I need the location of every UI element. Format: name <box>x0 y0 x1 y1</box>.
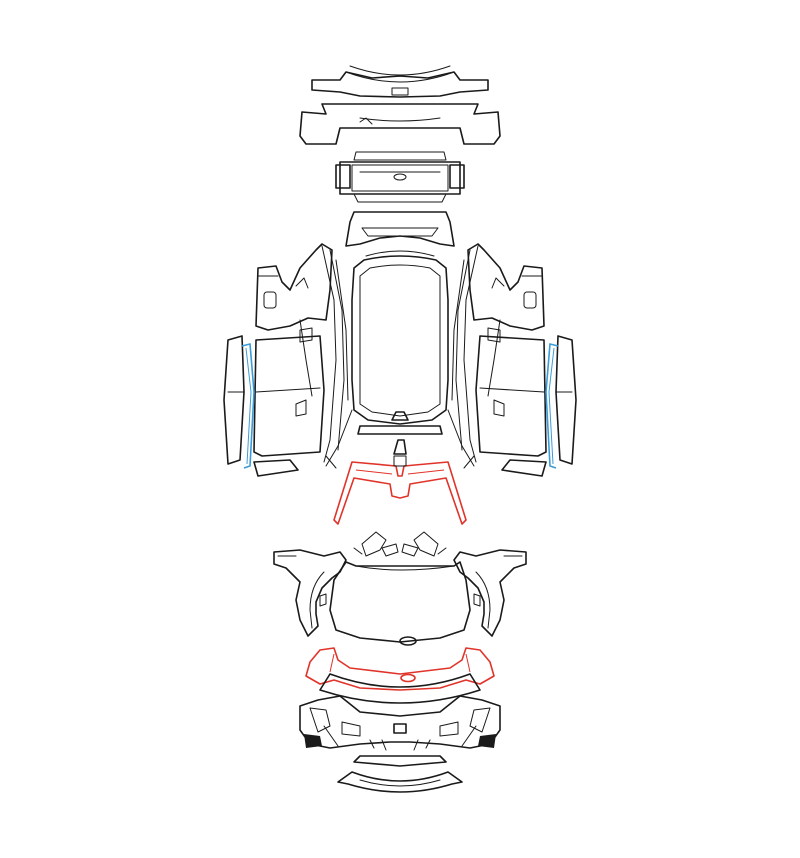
right-door-edge <box>545 343 559 469</box>
left-front-fender <box>273 549 347 637</box>
rear-spoiler <box>311 65 489 98</box>
right-doors <box>451 245 577 477</box>
front-bumper <box>299 673 501 751</box>
rear-window-trim <box>345 211 455 247</box>
right-rear-quarter <box>467 243 545 331</box>
roof <box>325 250 475 467</box>
hood <box>329 531 471 646</box>
windshield-pillars <box>333 439 467 525</box>
right-front-fender <box>453 549 527 637</box>
front-lower-lip <box>337 755 463 793</box>
left-door-edge <box>241 343 255 469</box>
hood-edge-strip <box>305 647 495 691</box>
rear-roof-panel <box>299 103 501 145</box>
rear-tailgate <box>335 151 465 203</box>
left-doors <box>223 245 349 477</box>
left-rear-quarter <box>255 243 333 331</box>
